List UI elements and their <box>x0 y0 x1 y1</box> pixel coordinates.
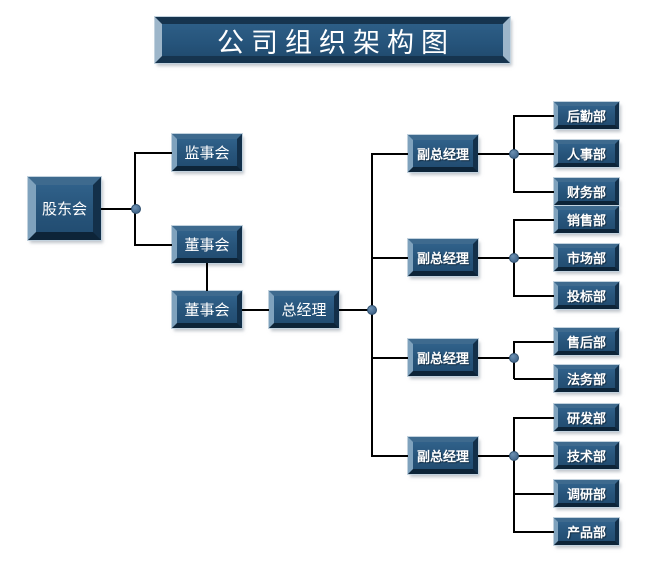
connector-line <box>514 114 554 117</box>
node-dept-legal: 法务部 <box>553 364 620 393</box>
connector-line <box>206 263 208 291</box>
connector-line <box>478 256 514 259</box>
connector-line <box>135 151 172 154</box>
connector-line <box>478 454 514 457</box>
connector-line <box>514 190 554 193</box>
node-dept-research: 调研部 <box>553 479 620 508</box>
connector-line <box>514 294 554 297</box>
connector-line <box>514 377 554 380</box>
node-board-of-directors-2: 董事会 <box>171 290 243 329</box>
connector-line <box>514 416 554 419</box>
node-dept-rnd: 研发部 <box>553 403 620 432</box>
connector-line <box>101 207 136 210</box>
node-deputy-general-manager-4: 副总经理 <box>407 436 479 475</box>
connector-line <box>514 454 554 457</box>
connector-junction-dot <box>509 450 519 461</box>
node-deputy-general-manager-3: 副总经理 <box>407 338 479 377</box>
connector-line <box>372 356 408 359</box>
node-dept-marketing: 市场部 <box>553 243 620 272</box>
connector-junction-dot <box>509 352 519 363</box>
connector-junction-dot <box>509 148 519 159</box>
node-dept-aftersales: 售后部 <box>553 327 620 356</box>
connector-line <box>242 308 269 311</box>
connector-line <box>514 256 554 259</box>
node-dept-finance: 财务部 <box>553 177 620 206</box>
node-shareholders-meeting: 股东会 <box>27 176 102 241</box>
chart-title-banner: 公司组织架构图 <box>154 16 511 64</box>
node-dept-hr: 人事部 <box>553 139 620 168</box>
node-dept-logistics: 后勤部 <box>553 101 620 130</box>
connector-junction-dot <box>131 203 141 214</box>
connector-line <box>339 308 372 311</box>
connector-line <box>514 492 554 495</box>
connector-line <box>514 152 554 155</box>
connector-line <box>372 256 408 259</box>
connector-line <box>514 218 554 221</box>
connector-line <box>478 152 514 155</box>
node-board-of-directors-1: 董事会 <box>171 225 243 264</box>
connector-line <box>135 243 172 246</box>
connector-junction-dot <box>509 252 519 263</box>
connector-line <box>514 530 554 533</box>
connector-line <box>372 454 408 457</box>
node-supervisory-board: 监事会 <box>171 133 243 172</box>
connector-line <box>134 151 136 246</box>
connector-line <box>372 152 408 155</box>
node-dept-sales: 销售部 <box>553 205 620 234</box>
node-general-manager: 总经理 <box>268 290 340 329</box>
node-dept-technology: 技术部 <box>553 441 620 470</box>
node-dept-bidding: 投标部 <box>553 281 620 310</box>
node-dept-product: 产品部 <box>553 517 620 546</box>
connector-line <box>478 356 514 359</box>
connector-junction-dot <box>367 304 377 315</box>
node-deputy-general-manager-2: 副总经理 <box>407 238 479 277</box>
connector-line <box>514 340 554 343</box>
connector-line <box>513 416 515 533</box>
chart-title-text: 公司组织架构图 <box>217 27 455 58</box>
node-deputy-general-manager-1: 副总经理 <box>407 134 479 173</box>
